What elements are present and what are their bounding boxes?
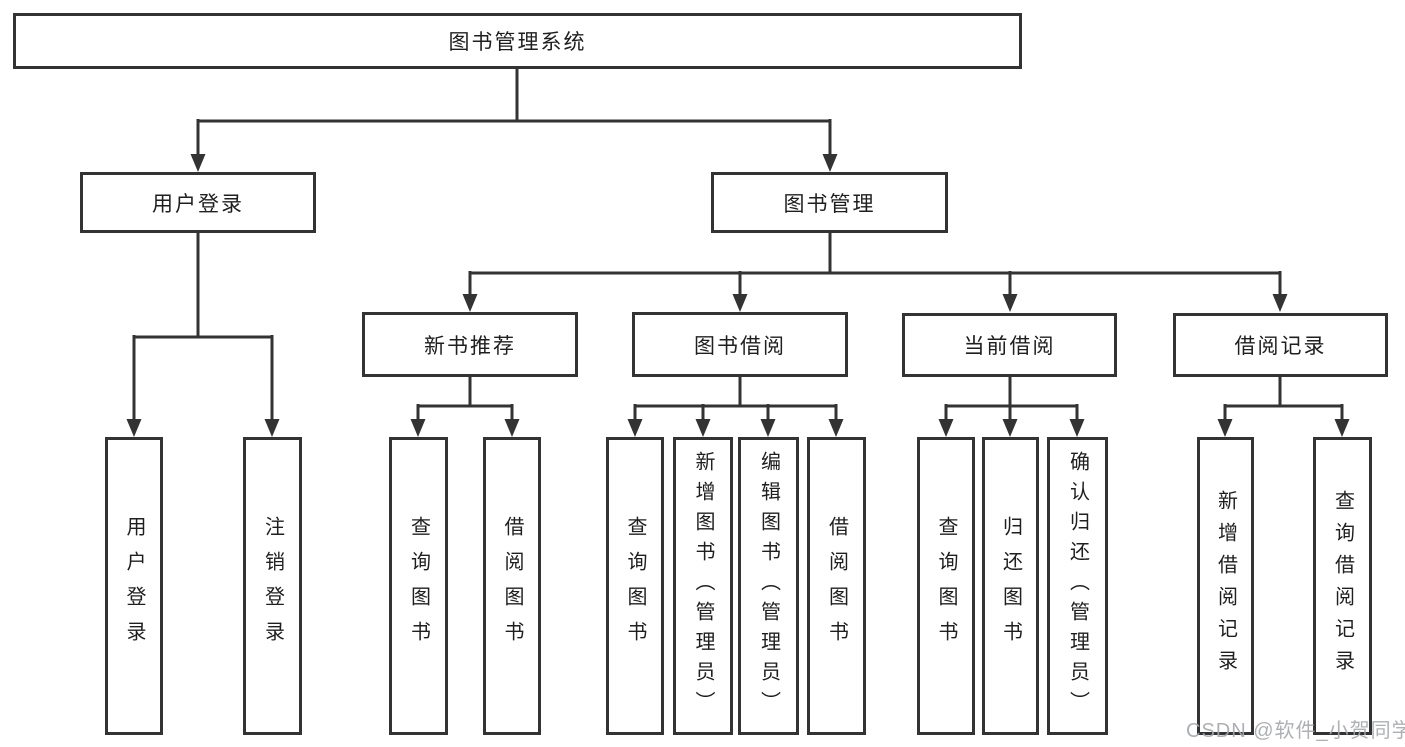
node-book-borrow: 图书借阅 — [632, 312, 848, 377]
leaf-borrow-borrow: 借阅图书 — [807, 437, 866, 735]
connector-newbook-to-leaves — [416, 377, 514, 422]
leaf-current-query: 查询图书 — [917, 437, 975, 735]
leaf-current-confirm-admin: 确认归还（管理员） — [1047, 437, 1108, 735]
leaf-logout: 注销登录 — [243, 437, 302, 735]
csdn-watermark: CSDN @软件_小贺同学 — [1186, 720, 1405, 742]
leaf-borrow-edit-admin: 编辑图书（管理员） — [738, 437, 799, 735]
connector-bookmgmt-to-level3 — [468, 233, 1282, 297]
leaf-newbook-query: 查询图书 — [389, 437, 448, 735]
leaf-current-return: 归还图书 — [982, 437, 1039, 735]
leaf-newbook-borrow: 借阅图书 — [483, 437, 541, 735]
connector-root-to-level2 — [196, 68, 832, 157]
node-root: 图书管理系统 — [13, 13, 1022, 69]
leaf-records-query: 查询借阅记录 — [1313, 437, 1372, 735]
connector-userlogin-to-leaves — [132, 233, 274, 422]
connector-current-to-leaves — [944, 377, 1079, 422]
connector-borrow-to-leaves — [633, 377, 838, 422]
node-user-login: 用户登录 — [80, 172, 316, 233]
leaf-borrow-query: 查询图书 — [606, 437, 664, 735]
connector-records-to-leaves — [1223, 377, 1344, 422]
leaf-user-login: 用户登录 — [105, 437, 163, 735]
node-current-borrow: 当前借阅 — [902, 313, 1117, 377]
leaf-records-add: 新增借阅记录 — [1197, 437, 1254, 735]
node-new-book-rec: 新书推荐 — [362, 312, 578, 377]
node-borrow-records: 借阅记录 — [1173, 313, 1388, 377]
node-book-mgmt: 图书管理 — [711, 172, 948, 233]
leaf-borrow-add-admin: 新增图书（管理员） — [673, 437, 733, 735]
